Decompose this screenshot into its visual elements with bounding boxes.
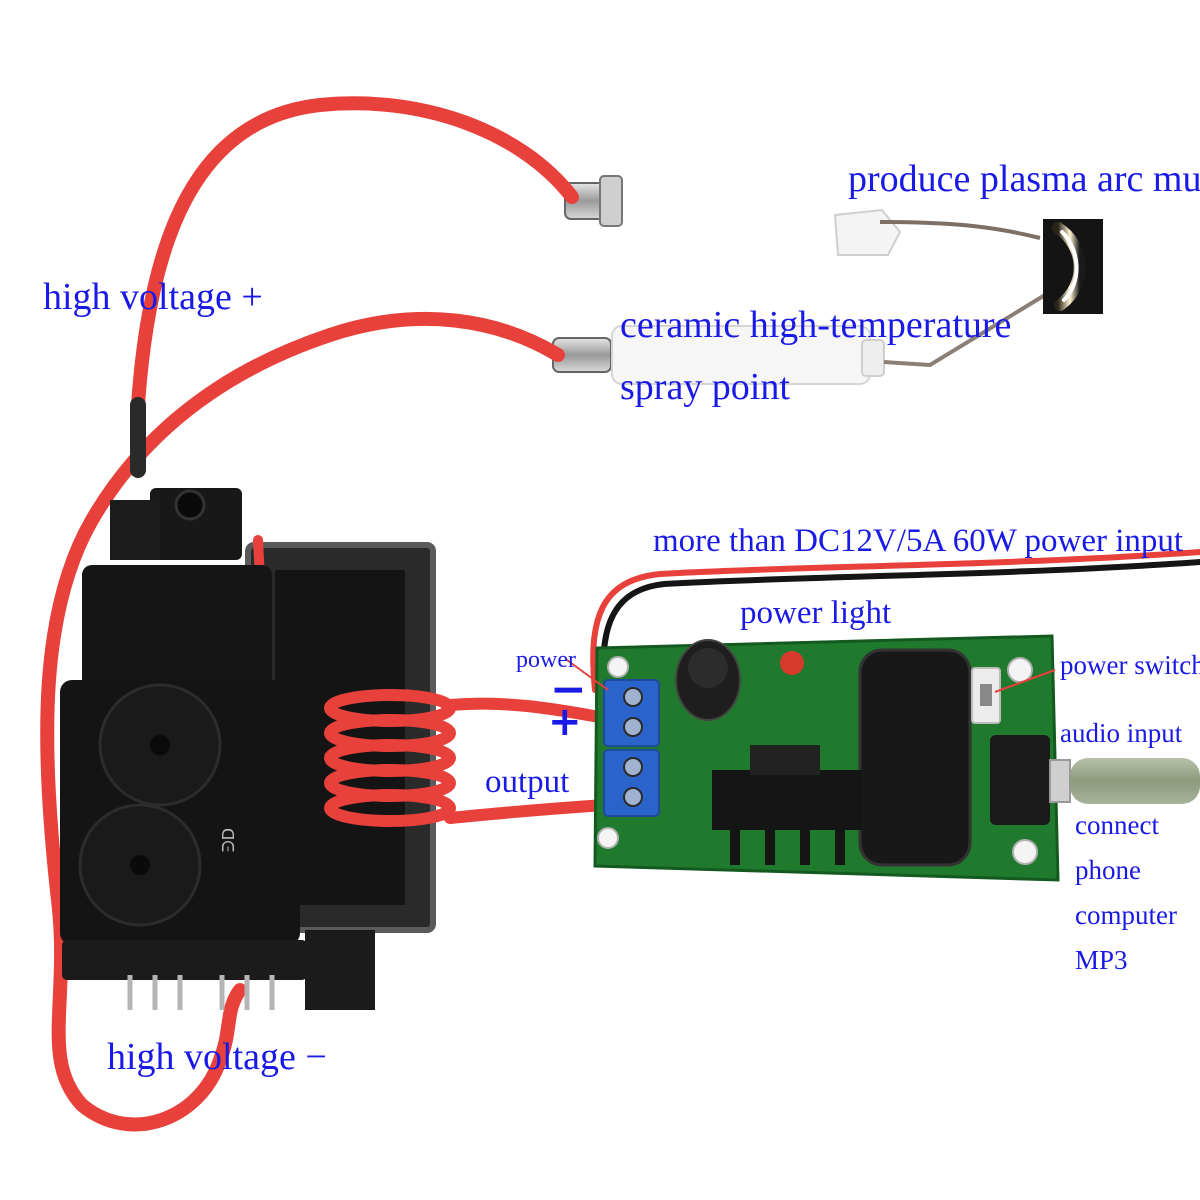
output-label: output — [485, 764, 570, 800]
plasma-arc-label: produce plasma arc music — [848, 158, 1200, 200]
power-input-cable — [590, 549, 1200, 703]
ceramic-label-line1: ceramic high-temperature — [620, 304, 1012, 346]
mp3-label: MP3 — [1075, 945, 1128, 975]
power-light-label: power light — [740, 595, 892, 631]
phone-label: phone — [1075, 855, 1141, 885]
transformer-mark: ᗡᕮ — [218, 828, 237, 852]
driver-board-icon — [593, 634, 1200, 882]
hv-wires — [40, 96, 579, 1132]
ceramic-electrode-icon-top — [564, 175, 1041, 256]
power-terminal-label: power — [516, 647, 576, 673]
ceramic-electrode-icon-bottom — [552, 293, 1047, 385]
ceramic-label-line2: spray point — [620, 366, 790, 408]
transformer-pins — [127, 975, 275, 1010]
connect-label: connect — [1075, 810, 1159, 840]
minus-sign: − — [550, 664, 587, 715]
power-input-label: more than DC12V/5A 60W power input — [653, 523, 1184, 559]
hv-plus-label: high voltage + — [43, 276, 263, 318]
audio-input-label: audio input — [1060, 718, 1183, 748]
pointer-lines — [566, 659, 1056, 693]
flyback-transformer-icon: ᗡᕮ — [60, 488, 436, 1010]
hv-minus-label: high voltage − — [107, 1036, 327, 1078]
plus-sign: + — [548, 699, 582, 745]
plasma-arc-icon — [1043, 219, 1103, 314]
primary-coil-icon — [324, 689, 611, 827]
computer-label: computer — [1075, 900, 1177, 930]
power-switch-label: power switch — [1060, 650, 1200, 680]
